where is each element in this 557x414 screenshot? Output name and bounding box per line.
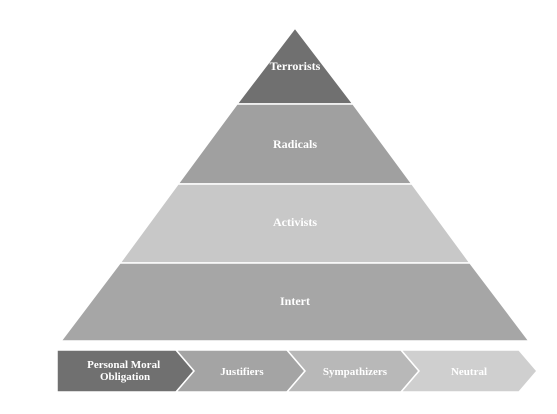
arrow-label-line-personal-moral: Personal Moral (87, 359, 160, 371)
arrow-label-line-obligation: Obligation (100, 371, 150, 383)
arrow-step-neutral (399, 349, 538, 393)
pyramid-label-activists: Activists (273, 215, 317, 229)
arrow-label-justifiers: Justifiers (220, 366, 264, 378)
pyramid-tier-intert (59, 262, 531, 342)
pyramid-label-intert: Intert (280, 294, 310, 308)
pyramid-label-terrorists: Terrorists (270, 59, 321, 73)
arrow-label-sympathizers: Sympathizers (323, 366, 388, 378)
arrow-label-personal-moral-obligation: Personal Moral Obligation (87, 359, 163, 383)
arrow-label-neutral: Neutral (451, 366, 487, 378)
pyramid-label-radicals: Radicals (273, 137, 317, 151)
